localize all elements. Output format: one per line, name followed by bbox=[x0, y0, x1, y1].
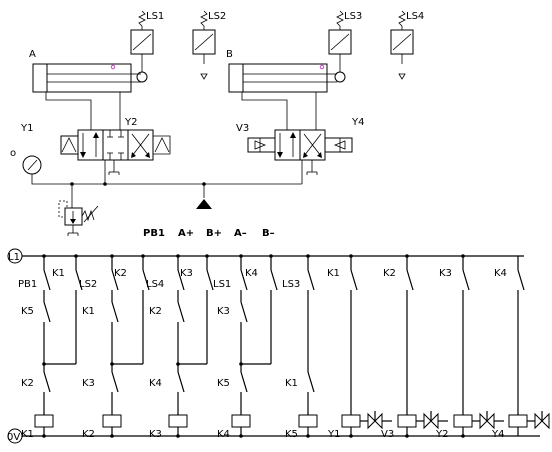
rung-3 bbox=[168, 256, 214, 436]
rung-5 bbox=[298, 256, 318, 436]
rung-4-k3-label: K3 bbox=[217, 306, 230, 317]
valve-2-left-label: V3 bbox=[236, 123, 249, 134]
output-rung-y1 bbox=[341, 256, 392, 436]
sequence-a-plus: A+ bbox=[178, 228, 194, 239]
cylinder-b-label: B bbox=[226, 49, 233, 60]
rung-v3-k3-label: K3 bbox=[439, 268, 452, 279]
coil-k1-label: K1 bbox=[21, 429, 34, 440]
rung-3-ls4-label: LS4 bbox=[146, 279, 164, 290]
coil-k5-label: K5 bbox=[285, 429, 298, 440]
valve-1 bbox=[60, 129, 171, 178]
pneumatic-lines-b bbox=[241, 96, 317, 130]
output-rung-y2 bbox=[397, 256, 448, 436]
sequence-b-plus: B+ bbox=[206, 228, 222, 239]
output-rung-y4 bbox=[508, 256, 550, 436]
pressure-gauge bbox=[22, 155, 42, 175]
pressure-relief-valve bbox=[58, 182, 99, 236]
limit-switch-ls2 bbox=[192, 10, 216, 80]
rung-1-k5-label: K5 bbox=[21, 306, 34, 317]
rung-5-k1-label: K1 bbox=[285, 378, 298, 389]
limit-switch-ls3 bbox=[328, 10, 352, 83]
cylinder-b bbox=[228, 63, 337, 96]
sequence-b-minus: B– bbox=[262, 228, 275, 239]
rung-2 bbox=[102, 256, 150, 436]
sequence-a-minus: A– bbox=[234, 228, 247, 239]
rung-2-k3-label: K3 bbox=[82, 378, 95, 389]
limit-switch-ls1 bbox=[130, 10, 154, 83]
rung-y1-k1-label: K1 bbox=[327, 268, 340, 279]
rung-3-k3-label: K3 bbox=[180, 268, 193, 279]
coil-k4-label: K4 bbox=[217, 429, 230, 440]
air-supply bbox=[31, 172, 303, 209]
coil-k2-label: K2 bbox=[82, 429, 95, 440]
ls3-label: LS3 bbox=[344, 11, 362, 22]
rung-3-k4-label: K4 bbox=[149, 378, 162, 389]
rung-1-pb1-label: PB1 bbox=[18, 279, 37, 290]
rung-y4-k4-label: K4 bbox=[494, 268, 507, 279]
rung-4 bbox=[231, 256, 278, 436]
rung-2-k1-label: K1 bbox=[82, 306, 95, 317]
ls4-label: LS4 bbox=[406, 11, 424, 22]
rung-2-ls2-label: LS2 bbox=[79, 279, 97, 290]
rung-2-k2-label: K2 bbox=[114, 268, 127, 279]
sequence-pb1: PB1 bbox=[143, 228, 165, 239]
valve-1-left-label: Y1 bbox=[20, 123, 33, 134]
limit-switch-ls4 bbox=[390, 10, 414, 80]
cylinder-a bbox=[32, 63, 141, 96]
rung-1-k1-label: K1 bbox=[52, 268, 65, 279]
coil-y1-label: Y1 bbox=[327, 429, 340, 440]
rung-4-k5-label: K5 bbox=[217, 378, 230, 389]
rail-bottom-label: 0V bbox=[7, 432, 20, 443]
valve-1-right-label: Y2 bbox=[124, 117, 137, 128]
rung-y2-k2-label: K2 bbox=[383, 268, 396, 279]
coil-y2-label: Y2 bbox=[435, 429, 448, 440]
cylinder-a-label: A bbox=[29, 49, 36, 60]
sequence-labels: PB1 A+ B+ A– B– bbox=[143, 228, 275, 239]
coil-k3-label: K3 bbox=[149, 429, 162, 440]
rung-1 bbox=[34, 256, 83, 436]
gauge-label: o bbox=[10, 148, 16, 159]
rung-4-ls1-label: LS1 bbox=[213, 279, 231, 290]
coil-y4-label: Y4 bbox=[491, 429, 504, 440]
valve-2-right-label: Y4 bbox=[351, 117, 364, 128]
ladder-rails bbox=[7, 248, 540, 444]
rail-top-label: L1 bbox=[8, 252, 20, 263]
coil-v3-label: V3 bbox=[381, 429, 394, 440]
pneumatic-lines-a bbox=[45, 96, 121, 130]
ls1-label: LS1 bbox=[146, 11, 164, 22]
rung-5-ls3-label: LS3 bbox=[282, 279, 300, 290]
rung-3-k2-label: K2 bbox=[149, 306, 162, 317]
valve-2 bbox=[247, 129, 353, 178]
output-rung-v3 bbox=[453, 256, 504, 436]
rung-1-k2-label: K2 bbox=[21, 378, 34, 389]
ls2-label: LS2 bbox=[208, 11, 226, 22]
rung-4-k4-label: K4 bbox=[245, 268, 258, 279]
